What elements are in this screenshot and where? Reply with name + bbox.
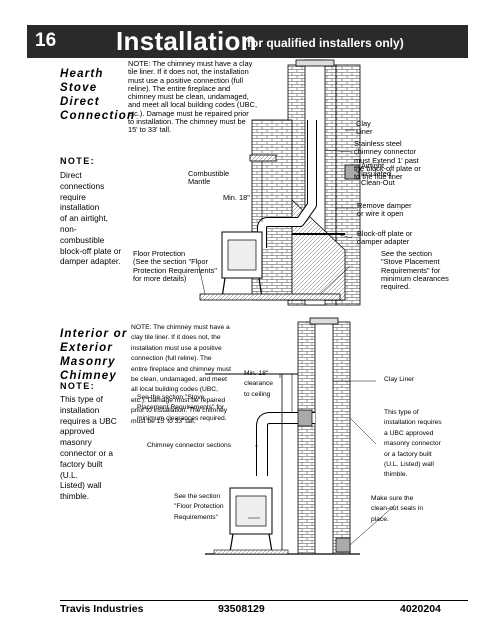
section2-note-heading: NOTE: xyxy=(60,381,95,391)
type-install-label: This type of installation requires a UBC… xyxy=(384,409,442,479)
airtight-cleanout-label: Airtight Insulated Clean-Out xyxy=(361,161,395,187)
section1-note-heading: NOTE: xyxy=(60,156,95,166)
section1-heading: Hearth Stove Direct Connection xyxy=(60,68,136,122)
diagram1-note: NOTE: The chimney must have a clay tile … xyxy=(128,59,257,135)
stainless-connector-label: Stainless steel chimney connector must E… xyxy=(354,139,421,182)
connector-sections-label: Chimney connector sections xyxy=(147,442,232,449)
clean-out xyxy=(335,537,351,553)
floor-protection-label: Floor Protection (See the section "Floor… xyxy=(133,249,217,283)
stove-door xyxy=(227,239,257,271)
min-18-clearance-label: Min. 18" clearance to ceiling xyxy=(244,370,273,398)
floor-protection xyxy=(199,293,341,301)
footer-part-number: 93508129 xyxy=(218,603,265,615)
min-18-label: Min. 18" xyxy=(223,193,250,202)
see-stove-label: See the section "Stove Placement Require… xyxy=(137,394,227,422)
floor-protection xyxy=(213,549,289,555)
see-floor-label: See the section "Floor Protection Requir… xyxy=(174,493,224,521)
chimney-cap xyxy=(295,59,335,67)
section2-note-body: This type of installation requires a UBC… xyxy=(60,394,117,502)
clay-liner-label: Clay Liner xyxy=(356,119,373,137)
clean-out-label: Make sure the clean-out seals in place. xyxy=(371,495,424,523)
remove-damper-label: Remove damper or wire it open xyxy=(357,201,412,219)
section2-heading: Interior or Exterior Masonry Chimney xyxy=(60,328,128,382)
footer-date-code: 4020204 xyxy=(400,603,441,615)
hearth-stove-diagram xyxy=(197,59,361,306)
clay-liner-label-2: Clay Liner xyxy=(384,376,415,383)
blockoff-label: Block-off plate or damper adapter xyxy=(357,229,413,247)
diagram2-note: NOTE: The chimney must have a clay tile … xyxy=(131,324,231,425)
page-header: 16 Installation (for qualified installer… xyxy=(27,25,468,58)
footer-rule xyxy=(60,600,468,601)
stove-door xyxy=(235,495,267,527)
clay-liner xyxy=(314,319,334,555)
section1-note-body: Direct connections require installation … xyxy=(60,170,122,267)
wall-thimble xyxy=(297,409,313,427)
page-title: Installation xyxy=(116,26,257,56)
see-section-label: See the section "Stove Placement Require… xyxy=(381,249,449,292)
page-number: 16 xyxy=(35,30,57,51)
masonry-chimney-diagram xyxy=(205,317,396,555)
page-subtitle: (for qualified installers only) xyxy=(243,36,404,50)
footer-company: Travis Industries xyxy=(60,603,144,615)
combustible-mantle-label: Combustible Mantle xyxy=(188,169,230,187)
mantle xyxy=(249,154,277,162)
